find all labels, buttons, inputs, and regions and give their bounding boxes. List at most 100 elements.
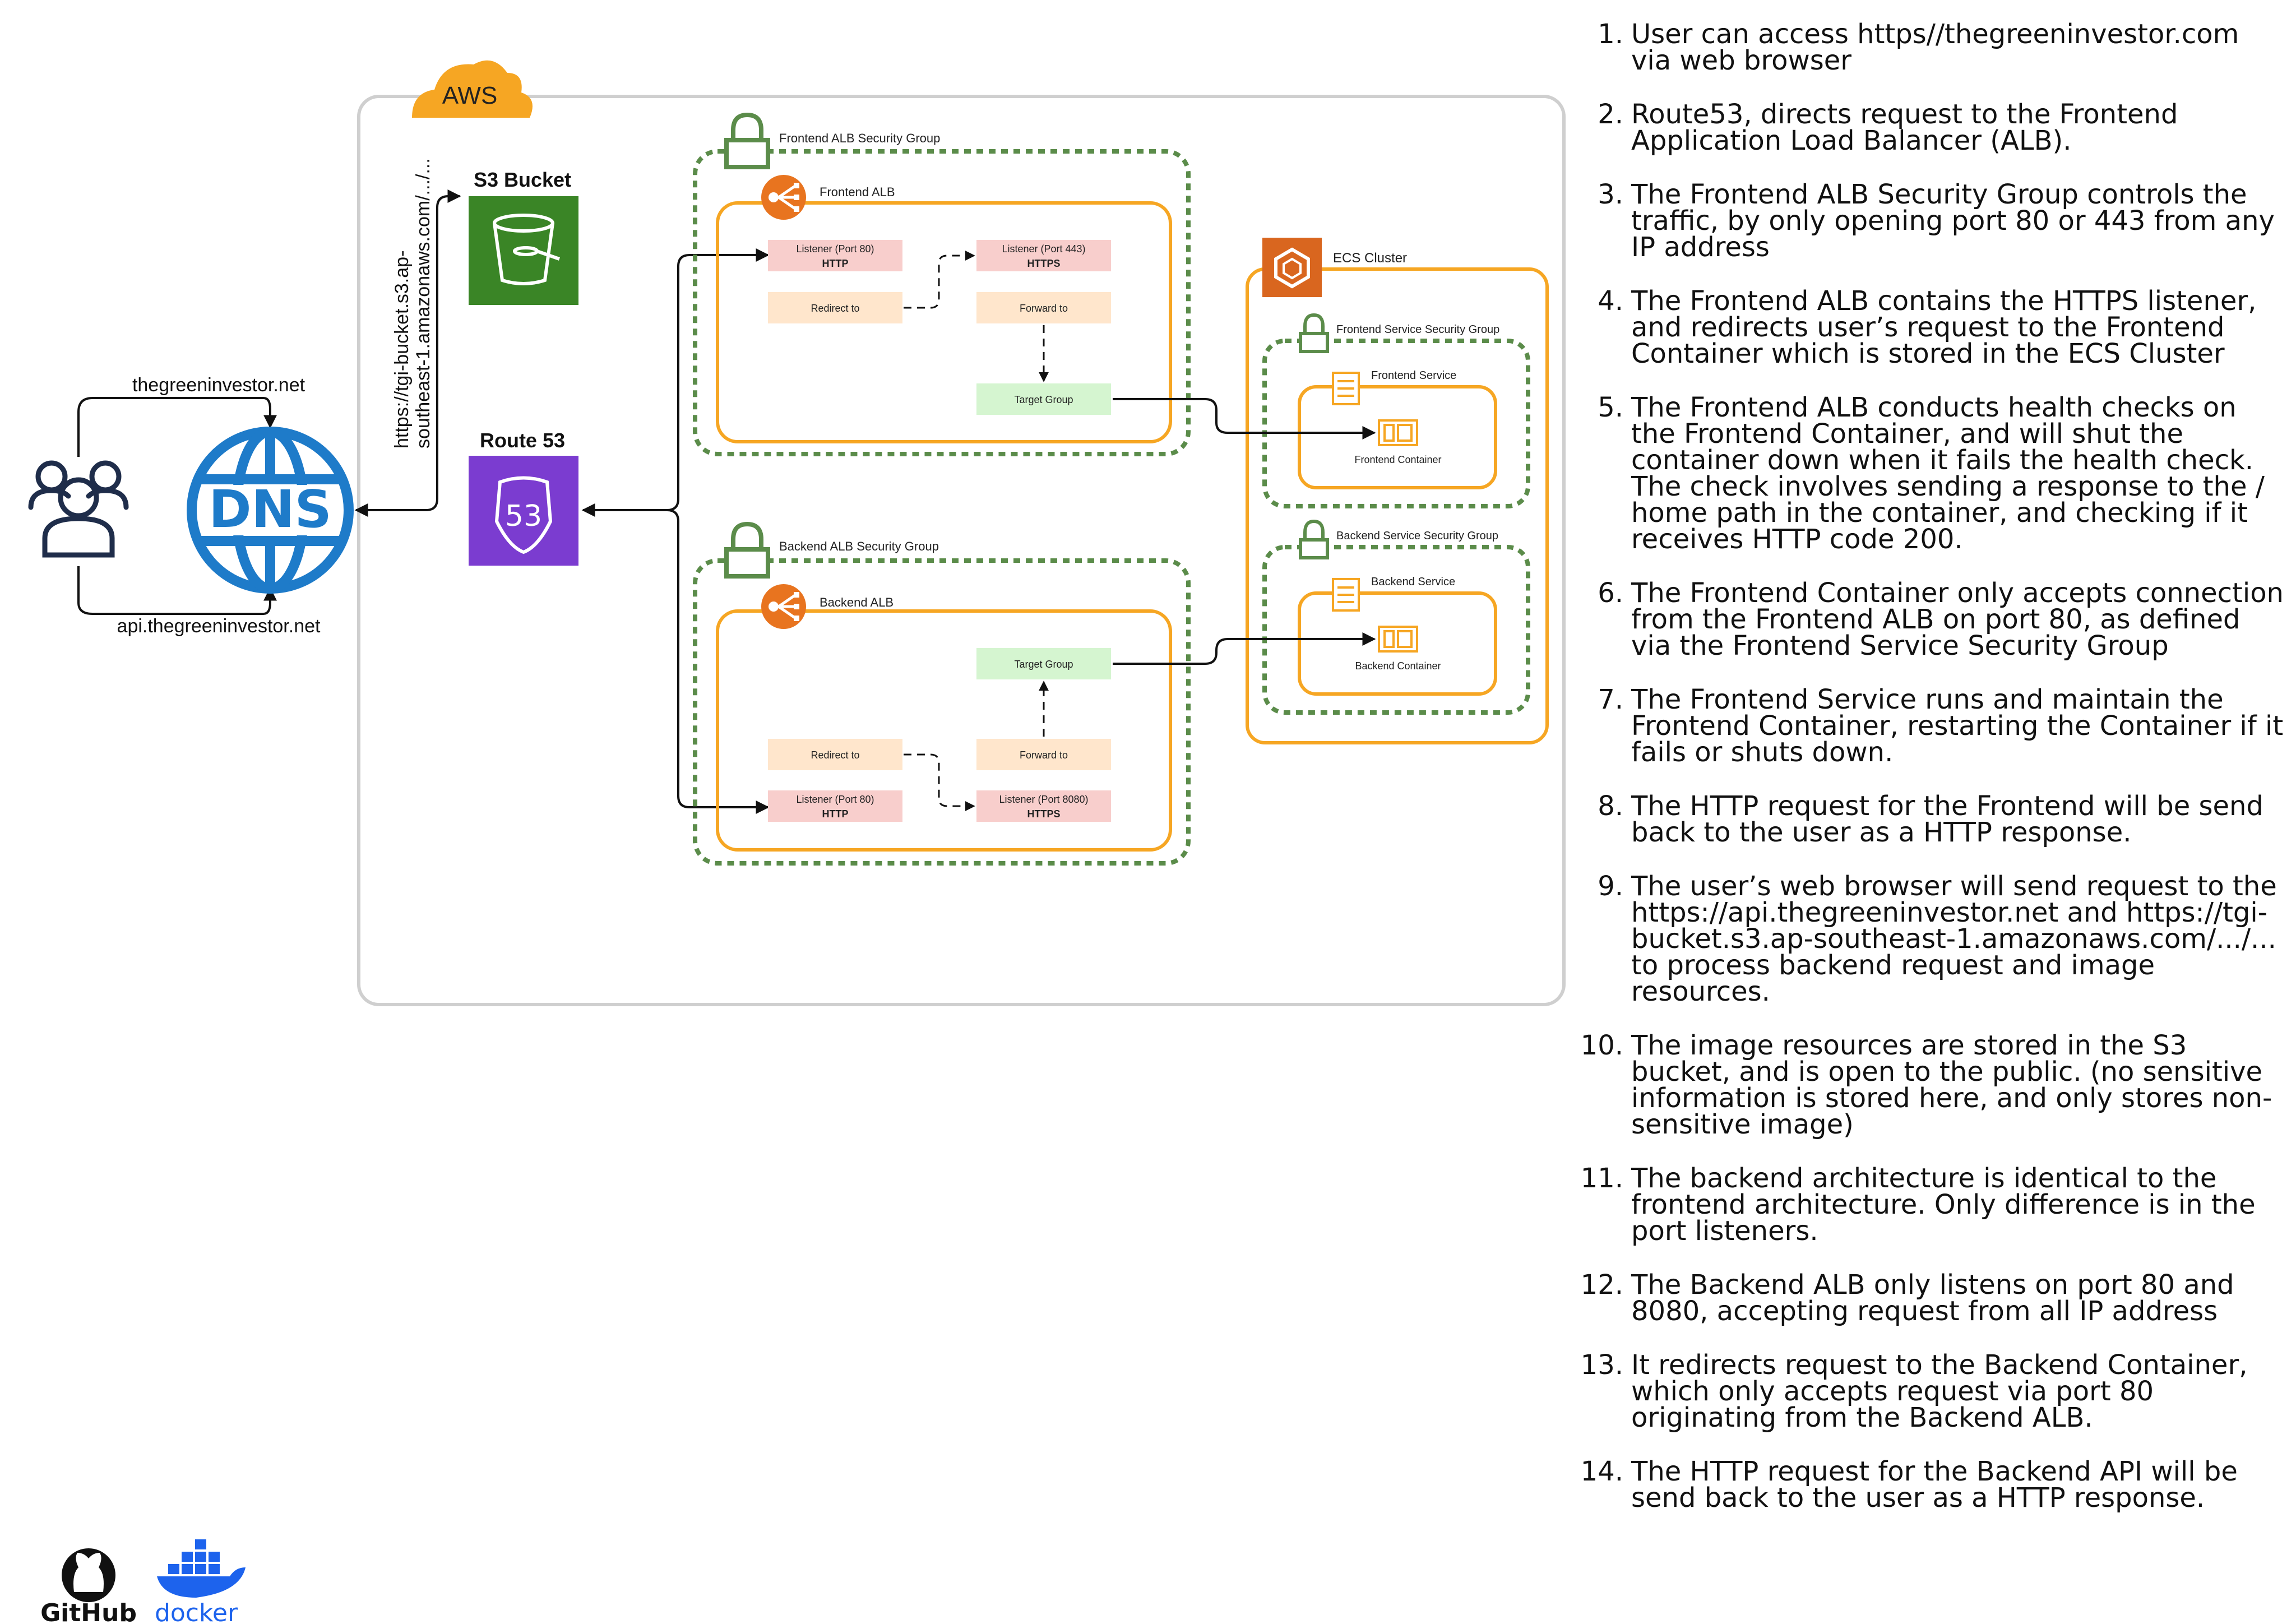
note-number: 6. [1598,577,1623,609]
users-icon [28,460,129,558]
backend-listener-8080-title: Listener (Port 8080) [999,794,1088,805]
note-number: 8. [1598,790,1623,822]
note-item: 5. The Frontend ALB conducts health check… [1564,392,2287,555]
frontend-target-label: Target Group [1014,394,1073,405]
note-text: Route53, directs request to the Frontend… [1631,99,2178,156]
backend-listener-80-title: Listener (Port 80) [796,794,874,805]
service-icon [1332,372,1360,405]
backend-service-sg-label: Backend Service Security Group [1336,530,1498,542]
frontend-forward [976,292,1111,323]
note-number: 14. [1580,1456,1623,1487]
frontend-service-label: Frontend Service [1371,369,1456,382]
note-item: 12.The Backend ALB only listens on port … [1564,1269,2287,1327]
s3-url-line1: https://tgi-bucket.s3.ap- [391,251,413,448]
github-icon [62,1548,115,1602]
docker-label: docker [155,1599,238,1624]
note-text: The Backend ALB only listens on port 80 … [1631,1269,2234,1327]
backend-target-label: Target Group [1014,659,1073,670]
note-text: The backend architecture is identical to… [1631,1163,2256,1247]
domain-bottom-label: api.thegreeninvestor.net [117,616,321,637]
frontend-listener-80 [768,240,902,271]
note-item: 10.The image resources are stored in the… [1564,1030,2287,1140]
backend-forward-label: Forward to [1020,749,1068,761]
note-number: 4. [1598,285,1623,317]
route53-icon [469,456,578,566]
lock-icon [1299,519,1329,559]
load-balancer-icon [761,584,806,629]
note-number: 1. [1598,18,1623,50]
frontend-sg-label: Frontend ALB Security Group [779,131,940,145]
backend-target-group [976,648,1111,679]
lock-icon [1299,313,1329,353]
note-number: 7. [1598,684,1623,715]
docker-icon [157,1539,246,1598]
note-item: 1.User can access https//thegreeninvesto… [1564,21,2287,74]
aws-cloud-container [357,95,1566,1006]
backend-container-label: Backend Container [1355,660,1441,672]
backend-listener-8080-proto: HTTPS [1027,808,1060,820]
note-item: 3. The Frontend ALB Security Group contro… [1564,179,2287,263]
frontend-listener-80-proto: HTTP [822,258,849,269]
service-icon [1332,578,1360,612]
note-text: User can access https//thegreeninvestor.… [1631,18,2239,76]
s3-label: S3 Bucket [474,168,571,191]
backend-redirect-label: Redirect to [811,749,859,761]
note-number: 3. [1598,179,1623,210]
s3-bucket-icon [469,196,578,305]
note-number: 13. [1580,1349,1623,1381]
backend-redirect [768,739,902,770]
dns-globe-icon [187,427,354,594]
note-text: The user’s web browser will send request… [1631,871,2277,1007]
domain-top-label: thegreeninvestor.net [132,374,305,396]
lock-icon [724,521,770,579]
ecs-cluster-container [1246,267,1549,744]
note-number: 2. [1598,99,1623,130]
notes-list: 1.User can access https//thegreeninvesto… [1564,21,2287,1539]
frontend-redirect-label: Redirect to [811,303,859,314]
backend-alb-label: Backend ALB [820,595,894,609]
note-item: 2. Route53, directs request to the Fronte… [1564,101,2287,154]
frontend-redirect [768,292,902,323]
note-item: 8.The HTTP request for the Frontend will… [1564,793,2287,846]
note-text: The Frontend ALB conducts health checks … [1631,392,2265,555]
note-item: 6.The Frontend Container only accepts co… [1564,580,2287,659]
frontend-service-sg-label: Frontend Service Security Group [1336,323,1499,336]
container-icon [1378,419,1418,446]
backend-listener-8080 [976,790,1111,822]
frontend-service-container [1298,385,1497,489]
note-number: 9. [1598,871,1623,902]
note-text: The HTTP request for the Backend API wil… [1631,1456,2238,1514]
route53-label: Route 53 [480,429,565,452]
backend-sg-label: Backend ALB Security Group [779,539,939,553]
frontend-listener-80-title: Listener (Port 80) [796,243,874,255]
aws-cloud-icon [412,60,533,118]
note-text: The Frontend ALB Security Group controls… [1631,179,2275,263]
load-balancer-icon [761,175,806,220]
note-item: 11.The backend architecture is identical… [1564,1165,2287,1244]
note-text: The Frontend Container only accepts conn… [1631,577,2284,661]
backend-forward [976,739,1111,770]
note-text: The Frontend ALB contains the HTTPS list… [1631,285,2257,369]
frontend-alb-label: Frontend ALB [820,185,895,199]
frontend-listener-443 [976,240,1111,271]
lock-icon [724,112,770,169]
frontend-alb-security-group [693,149,1191,456]
s3-url-line2: southeast-1.amazonaws.com/.../... [413,158,434,448]
backend-service-label: Backend Service [1371,576,1455,588]
frontend-service-security-group [1262,339,1530,508]
frontend-listener-443-proto: HTTPS [1027,258,1060,269]
dns-label: DNS [209,479,332,539]
route53-badge: 53 [505,499,542,533]
frontend-target-group [976,383,1111,415]
note-text: The image resources are stored in the S3… [1631,1030,2272,1140]
backend-listener-80-proto: HTTP [822,808,849,820]
container-icon [1378,626,1418,653]
note-number: 5. [1598,392,1623,423]
frontend-container-label: Frontend Container [1354,454,1441,465]
backend-alb-container [716,609,1172,852]
note-item: 13.It redirects request to the Backend C… [1564,1352,2287,1431]
frontend-alb-container [716,201,1172,443]
backend-service-security-group [1262,545,1530,715]
ecs-cluster-label: ECS Cluster [1333,251,1407,266]
